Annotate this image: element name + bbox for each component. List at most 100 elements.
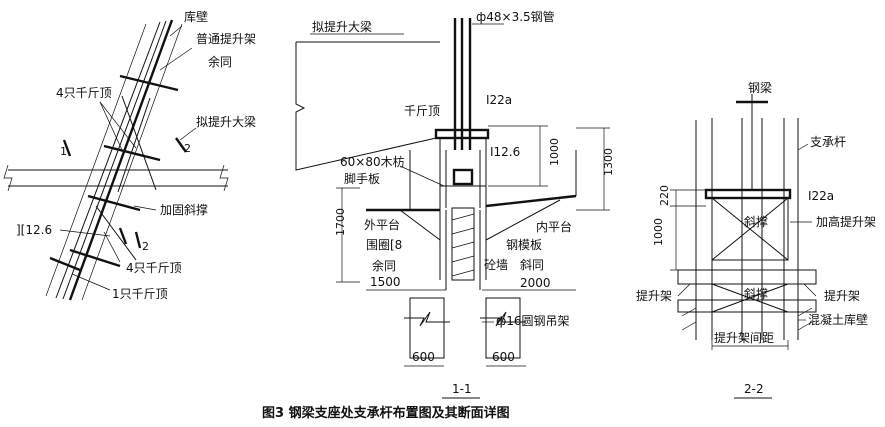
diagonal-label: 斜同 xyxy=(520,258,544,272)
dim-1700: 1700 xyxy=(334,208,347,236)
same-as-label: 余同 xyxy=(208,54,232,69)
outer-platform-brace xyxy=(399,209,441,241)
dim-220: 220 xyxy=(658,185,671,206)
formwork-label: 钢模板 xyxy=(506,238,542,252)
figure-caption: 图3 钢梁支座处支承杆布置图及其断面详图 xyxy=(262,405,510,421)
wall-curve-mid xyxy=(62,20,167,300)
leader xyxy=(797,143,809,151)
jack-label: 千斤顶 xyxy=(404,104,440,118)
section-2-2: 钢梁 支承杆 I22a 斜撑 加高提升架 斜撑 提升架 提升架 混凝土库壁 提升… xyxy=(636,80,876,399)
brace-line xyxy=(95,205,137,261)
section-mark-1a: 1 xyxy=(60,145,67,158)
i22a-beam xyxy=(434,128,490,140)
frame-bar xyxy=(69,248,121,268)
section-mark-1-bottom xyxy=(118,227,128,245)
lift-frame-left-label: 提升架 xyxy=(636,288,672,303)
timber-leader xyxy=(399,165,445,187)
steel-beam-label: 钢梁 xyxy=(748,80,772,95)
section-mark-2-right xyxy=(175,137,187,153)
dim-600b: 600 xyxy=(492,350,515,364)
lift-beam-outline xyxy=(295,41,440,171)
frame-bar xyxy=(87,194,141,212)
section-2-2-title: 2-2 xyxy=(744,382,764,396)
raised-frame-label: 加高提升架 xyxy=(816,214,876,229)
hatch-line xyxy=(451,255,475,263)
lower-wall-right xyxy=(485,297,521,359)
concrete-wall-label: 砼墙 xyxy=(484,258,508,272)
lift-frame-band xyxy=(677,269,817,285)
hatch-line xyxy=(451,213,475,221)
wall-curve-inner xyxy=(55,21,161,299)
same-as-label: 余同 xyxy=(372,258,396,273)
wall-curve-edge-b xyxy=(45,23,147,297)
leader xyxy=(677,283,691,297)
dim-600a: 600 xyxy=(412,350,435,364)
inner-platform xyxy=(485,194,577,208)
break-mark-left xyxy=(3,164,13,192)
break-mark-right xyxy=(219,164,229,192)
wall-hatch xyxy=(451,213,475,277)
jack-block xyxy=(452,168,474,186)
leader xyxy=(103,231,121,263)
lift-beam-label: 拟提升大梁 xyxy=(196,114,256,129)
section-mark-1-top xyxy=(62,139,72,157)
scaffold-label: 脚手板 xyxy=(344,171,380,186)
hanger-label: ф16圆钢吊架 xyxy=(496,314,570,328)
lift-frame-right-label: 提升架 xyxy=(824,288,860,303)
brace-upper-label: 斜撑 xyxy=(744,214,768,229)
brace-label: 加固斜撑 xyxy=(160,202,208,217)
dim-2000: 2000 xyxy=(520,276,551,290)
section-1-1-title: 1-1 xyxy=(452,382,472,396)
leader xyxy=(133,205,157,211)
jacks-4-bottom-label: 4只千斤顶 xyxy=(126,261,182,275)
section-mark-2b: 2 xyxy=(142,240,149,253)
dim-1500: 1500 xyxy=(370,275,401,289)
wall-label: 库壁 xyxy=(184,9,208,24)
inner-platform-label: 内平台 xyxy=(536,219,572,234)
frame-bar xyxy=(119,74,179,92)
inner-platform-brace xyxy=(485,199,561,241)
lift-beam-label: 拟提升大梁 xyxy=(312,19,372,34)
brace-lower-label: 斜撑 xyxy=(744,286,768,301)
dim-1300: 1300 xyxy=(602,148,615,176)
jack-1-label: 1只千斤顶 xyxy=(112,287,168,301)
leader xyxy=(71,273,111,291)
brace-line xyxy=(121,95,157,191)
frame-bar xyxy=(49,256,81,272)
hatch-line xyxy=(451,269,475,277)
hatch-line xyxy=(681,321,697,331)
concrete-wall xyxy=(451,207,475,281)
i22a-label: I22a xyxy=(808,189,834,203)
break-right xyxy=(480,311,526,327)
hatch-line xyxy=(681,307,697,317)
i22a-label: I22a xyxy=(486,93,512,107)
lift-frame-band xyxy=(677,299,817,313)
timber-label: 60×80木枋 xyxy=(340,154,405,169)
wall-curve-outer xyxy=(68,19,174,301)
break-left xyxy=(404,311,450,327)
section-mark-2-bottom xyxy=(134,231,142,249)
support-rods xyxy=(695,118,799,340)
dim-1000: 1000 xyxy=(652,218,665,246)
frame-bar xyxy=(103,144,161,162)
brace xyxy=(711,283,789,313)
channel-label: I12.6 xyxy=(490,145,520,159)
brace xyxy=(711,197,789,261)
channel-label: ][12.6 xyxy=(16,223,52,237)
ring-label: 围圈[8 xyxy=(366,238,402,252)
ordinary-frame-label: 普通提升架 xyxy=(196,31,256,46)
plan-view: 库壁 普通提升架 余同 4只千斤顶 拟提升大梁 1 2 加固斜撑 ][12.6 … xyxy=(3,9,256,301)
hatch-line xyxy=(451,227,475,235)
leader xyxy=(159,47,193,71)
hatch-line xyxy=(797,321,813,331)
raised-frame xyxy=(711,197,789,261)
i22a-beam xyxy=(704,188,792,200)
leader xyxy=(803,283,817,297)
support-rod-label: 支承杆 xyxy=(810,135,846,149)
frame-spacing-label: 提升架间距 xyxy=(714,330,774,345)
leader xyxy=(179,127,197,141)
concrete-wall-label: 混凝土库壁 xyxy=(808,312,868,327)
jacks-4-top-label: 4只千斤顶 xyxy=(56,86,112,100)
